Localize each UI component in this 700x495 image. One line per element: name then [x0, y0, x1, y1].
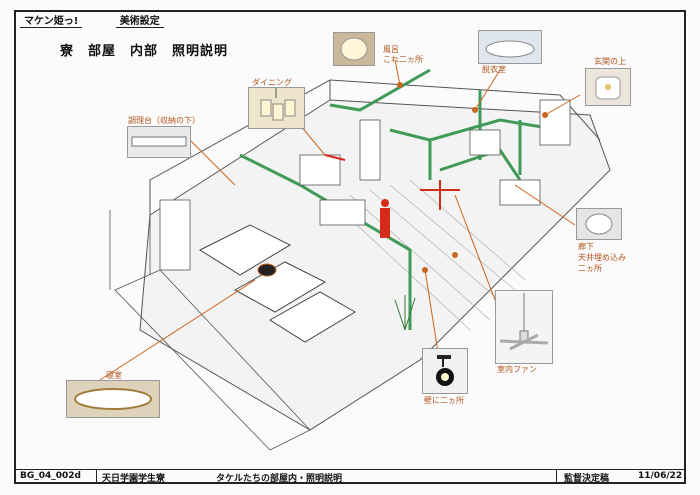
bedroom-lamp-marker — [257, 263, 277, 277]
ceiling-fan-marks — [324, 154, 460, 210]
wall-label: 壁に二ヵ所 — [424, 396, 464, 405]
footer-divider — [96, 470, 97, 484]
beds — [198, 224, 356, 343]
footer-divider — [556, 470, 557, 484]
fan-label: 室内ファン — [497, 365, 537, 374]
footer-description: タケルたちの部屋内・照明説明 — [216, 474, 343, 484]
production-name: マケン姫っ! — [20, 12, 83, 28]
department-name: 美術設定 — [115, 12, 164, 28]
sheet-border — [14, 10, 686, 484]
footer-bar: BG_04_002d 天日学園学生寮 タケルたちの部屋内・照明説明 監督決定稿 … — [16, 469, 684, 484]
footer-status: 監督決定稿 — [564, 474, 610, 484]
hallway-sublabel-2: 二ヵ所 — [578, 264, 602, 273]
callout-lines — [99, 59, 581, 381]
person-figure — [380, 199, 390, 238]
hallway-label: 廊下 — [578, 242, 594, 251]
dining-light-photo — [248, 87, 305, 129]
hallway-light-photo — [576, 208, 622, 240]
hallway-sublabel-1: 天井埋め込み — [578, 253, 626, 262]
kitchen-label: 調理台（収納の下） — [128, 116, 200, 125]
page-title: 寮 部屋 内部 照明説明 — [60, 44, 229, 59]
sheet-header: マケン姫っ! 美術設定 — [20, 12, 164, 28]
dressing-light-photo — [478, 30, 542, 64]
entrance-light-photo — [585, 68, 631, 106]
entrance-label: 玄関の上 — [594, 57, 626, 66]
fan-photo — [495, 290, 553, 364]
footer-location: 天日学園学生寮 — [102, 474, 166, 484]
bedroom-light-photo — [66, 380, 160, 418]
footer-code: BG_04_002d — [20, 471, 82, 481]
furniture — [159, 99, 571, 271]
lamp-markers — [397, 82, 548, 273]
bedroom-label: 寝室 — [106, 371, 122, 380]
balcony — [109, 195, 311, 451]
plant — [394, 295, 416, 331]
footer-date: 11/06/22 — [638, 471, 683, 481]
kitchen-light-photo — [127, 126, 191, 158]
bath-sublabel: これ二ヵ所 — [383, 55, 423, 64]
bath-light-photo — [333, 32, 375, 66]
floor-outline — [139, 99, 611, 431]
dining-label: ダイニング — [252, 78, 292, 87]
bath-label: 風呂 — [383, 45, 399, 54]
dressing-label: 脱衣室 — [482, 65, 506, 74]
wall-light-photo — [422, 348, 468, 394]
